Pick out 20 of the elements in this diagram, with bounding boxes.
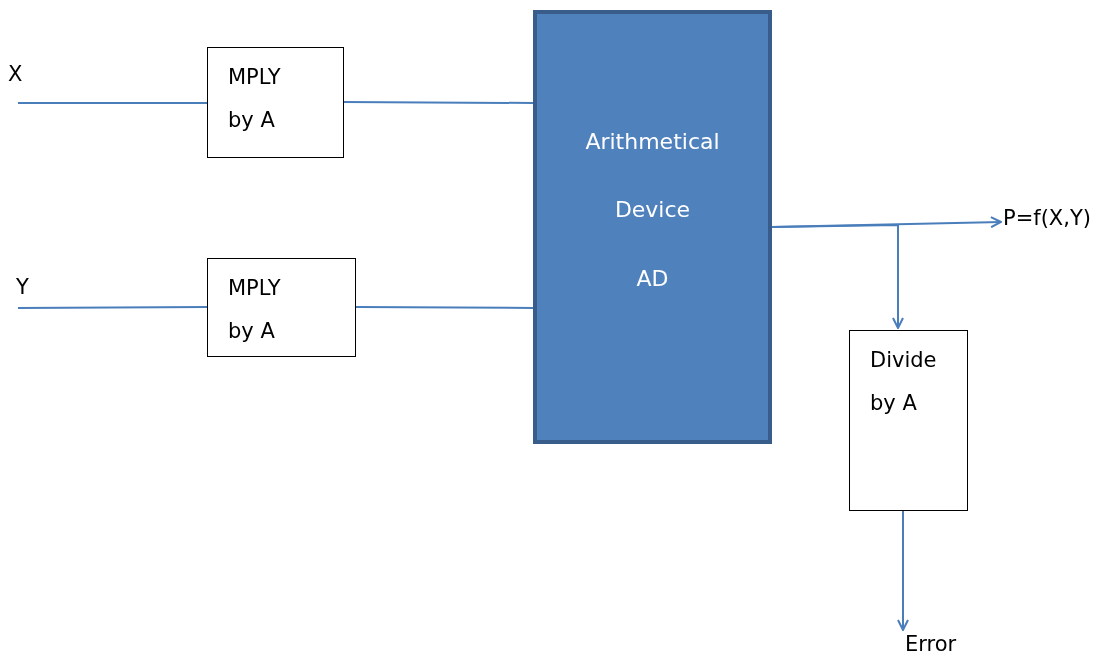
process-box [207,47,344,158]
signal-label: P=f(X,Y) [1003,206,1091,232]
box-label: AD [636,265,669,293]
signal-label: Y [16,275,29,301]
connector-line [343,101,534,104]
connector-line [355,306,534,309]
box-label: Arithmetical [585,129,720,156]
device-block [533,10,772,444]
arrow [771,224,904,329]
box-label: Device [614,197,691,224]
box-label: MPLY by A [228,64,282,135]
process-box [207,258,356,357]
connector-line [17,102,208,104]
connector-line [17,306,208,309]
arrow [897,510,909,631]
box-label: Divide by A [870,347,938,418]
signal-label: X [8,62,23,88]
signal-label: Error [905,632,957,658]
box-label: MPLY by A [228,275,282,346]
process-box [849,330,968,511]
